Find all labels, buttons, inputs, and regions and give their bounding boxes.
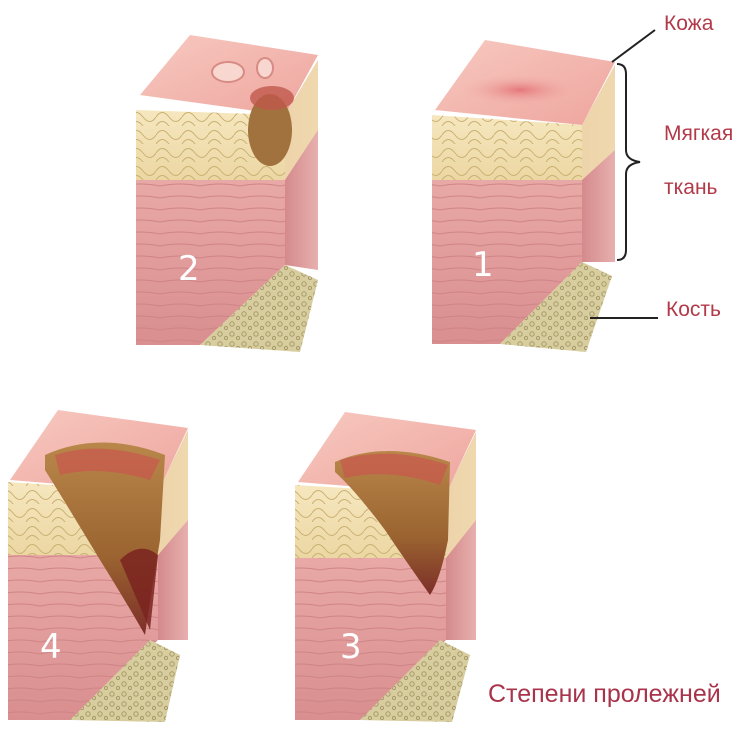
skin-leader-line bbox=[612, 30, 655, 62]
stage-2-blister bbox=[212, 62, 244, 82]
stage-1-number: 1 bbox=[472, 245, 494, 285]
diagram-caption: Степени пролежней bbox=[488, 680, 721, 708]
stage-4-number: 4 bbox=[40, 627, 62, 667]
bone-label: Кость bbox=[666, 298, 721, 321]
stage-2-number: 2 bbox=[178, 249, 200, 289]
soft-tissue-label-line1: Мягкая bbox=[664, 122, 733, 145]
stage-4-block: 4 bbox=[8, 410, 188, 722]
soft-tissue-bracket bbox=[617, 64, 640, 260]
stage-2-block: 2 bbox=[136, 35, 318, 352]
soft-tissue-label-line2: ткань bbox=[664, 176, 718, 199]
stage-3-block: 3 bbox=[295, 412, 476, 722]
skin-label: Кожа bbox=[664, 12, 714, 35]
stage-3-number: 3 bbox=[340, 627, 362, 667]
stage-1-block: 1 bbox=[432, 40, 615, 352]
